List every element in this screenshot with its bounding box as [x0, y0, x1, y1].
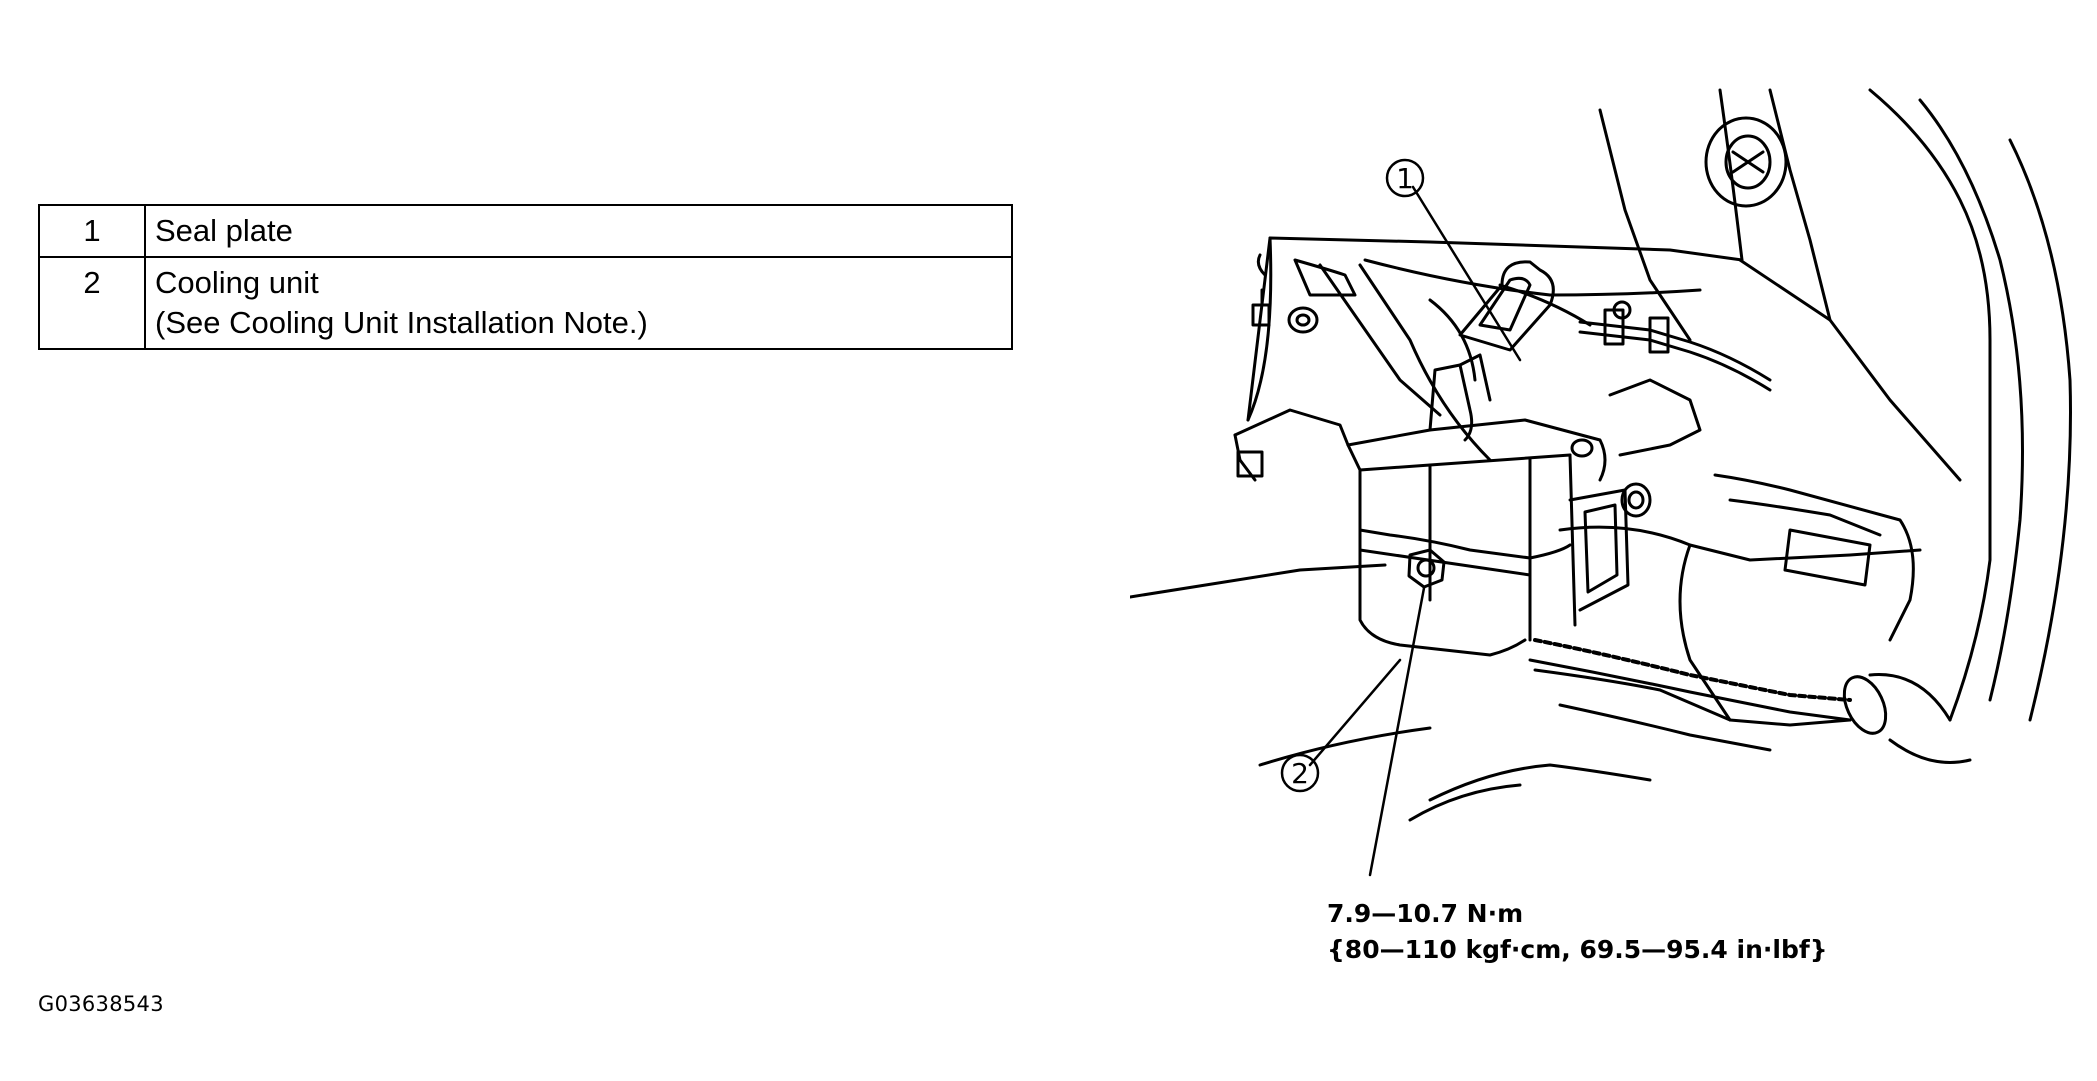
cooling-unit: [1233, 353, 1702, 657]
part-number-cell: 2: [38, 256, 146, 350]
table-row: 2 Cooling unit (See Cooling Unit Install…: [38, 256, 1013, 350]
torque-spec-nm: 7.9—10.7 N·m: [1327, 899, 1524, 928]
grommet: [1704, 116, 1788, 208]
mounting-nut-icon: [1407, 548, 1446, 589]
callout-2: 2: [1280, 753, 1320, 793]
part-name-cell: Cooling unit (See Cooling Unit Installat…: [144, 256, 1013, 350]
callout-1: 1: [1385, 158, 1425, 198]
table-row: 1 Seal plate: [38, 204, 1013, 258]
seal-plate: [1428, 260, 1555, 382]
leader-lines: [1308, 185, 1522, 877]
clip-bracket: [1251, 253, 1632, 334]
callout-2-label: 2: [1291, 757, 1309, 790]
part-name: Cooling unit: [155, 265, 319, 300]
figure-id: G03638543: [38, 992, 164, 1016]
parts-legend-table: 1 Seal plate 2 Cooling unit (See Cooling…: [38, 204, 1013, 350]
part-number-cell: 1: [38, 204, 146, 258]
callout-1-label: 1: [1396, 162, 1414, 195]
part-name-cell: Seal plate: [144, 204, 1013, 258]
part-name: Seal plate: [155, 213, 293, 248]
cooling-unit-installation-diagram: 1 2: [1130, 88, 2072, 877]
part-note: (See Cooling Unit Installation Note.): [155, 305, 648, 340]
wiring-harness-tube: [1528, 638, 1972, 764]
vehicle-body-panel: [1130, 88, 2072, 722]
wiring-harness: [1498, 283, 1772, 392]
torque-spec-alt-units: {80—110 kgf·cm, 69.5—95.4 in·lbf}: [1327, 935, 1828, 964]
floor-tunnel: [1258, 473, 1922, 822]
